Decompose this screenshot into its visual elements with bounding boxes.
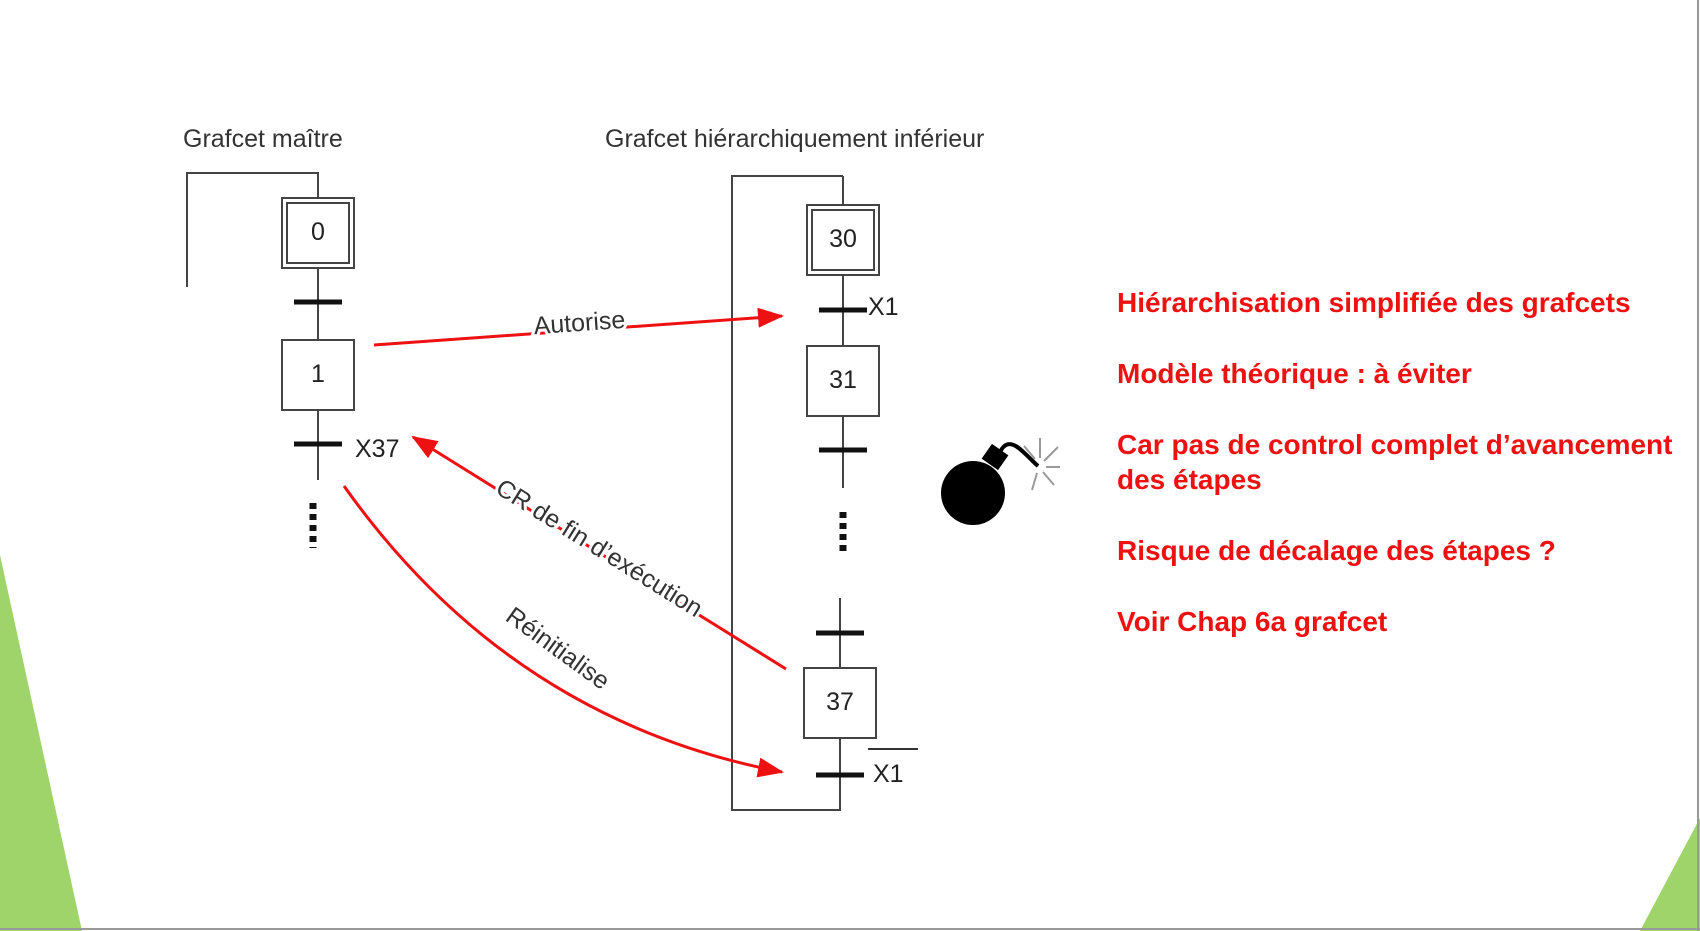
master-step-0-outer [281,197,355,269]
master-step-1-box [281,339,355,411]
note-risque-decalage: Risque de décalage des étapes ? [1117,535,1556,566]
sub-step-31-label: 31 [829,366,857,394]
sub-step-37-label: 37 [826,688,854,716]
bomb-icon [941,438,1060,525]
arrow-cr-fin [411,435,787,671]
sub-loop-line [731,175,843,811]
master-grafcet [186,172,355,548]
note-modele-theorique: Modèle théorique : à éviter [1117,358,1472,389]
master-step-0-label: 0 [311,218,325,246]
arrow-autorise [373,307,784,347]
sub-grafcet [731,175,918,811]
master-title: Grafcet maître [183,125,343,153]
sub-step-37-box [803,667,877,739]
arrow-reinitialise [342,485,784,778]
arrow-autorise-label: Autorise [533,306,626,340]
green-triangle-left [0,555,82,931]
green-triangle-right [1640,818,1700,931]
sub-title: Grafcet hiérarchiquement inférieur [605,125,984,153]
master-step-0-inner [286,202,350,264]
sub-step-30-inner [811,209,875,271]
sub-condition-x1-bottom: X1 [873,760,904,788]
master-condition-x37: X37 [355,435,399,463]
arrow-cr-fin-label: CR de fin d’exécution [491,474,708,623]
note-controle-avancement: Car pas de control complet d’avancement … [1117,429,1673,495]
notes-panel: Hiérarchisation simplifiée des grafcets … [1117,285,1677,675]
note-voir-chap: Voir Chap 6a grafcet [1117,606,1388,637]
note-hierarchisation: Hiérarchisation simplifiée des grafcets [1117,287,1631,318]
arrow-reinitialise-label: Réinitialise [501,602,615,696]
master-loop-line [186,172,319,287]
master-step-1-label: 1 [311,360,325,388]
sub-step-30-label: 30 [829,225,857,253]
sub-condition-x1-top: X1 [868,293,899,321]
